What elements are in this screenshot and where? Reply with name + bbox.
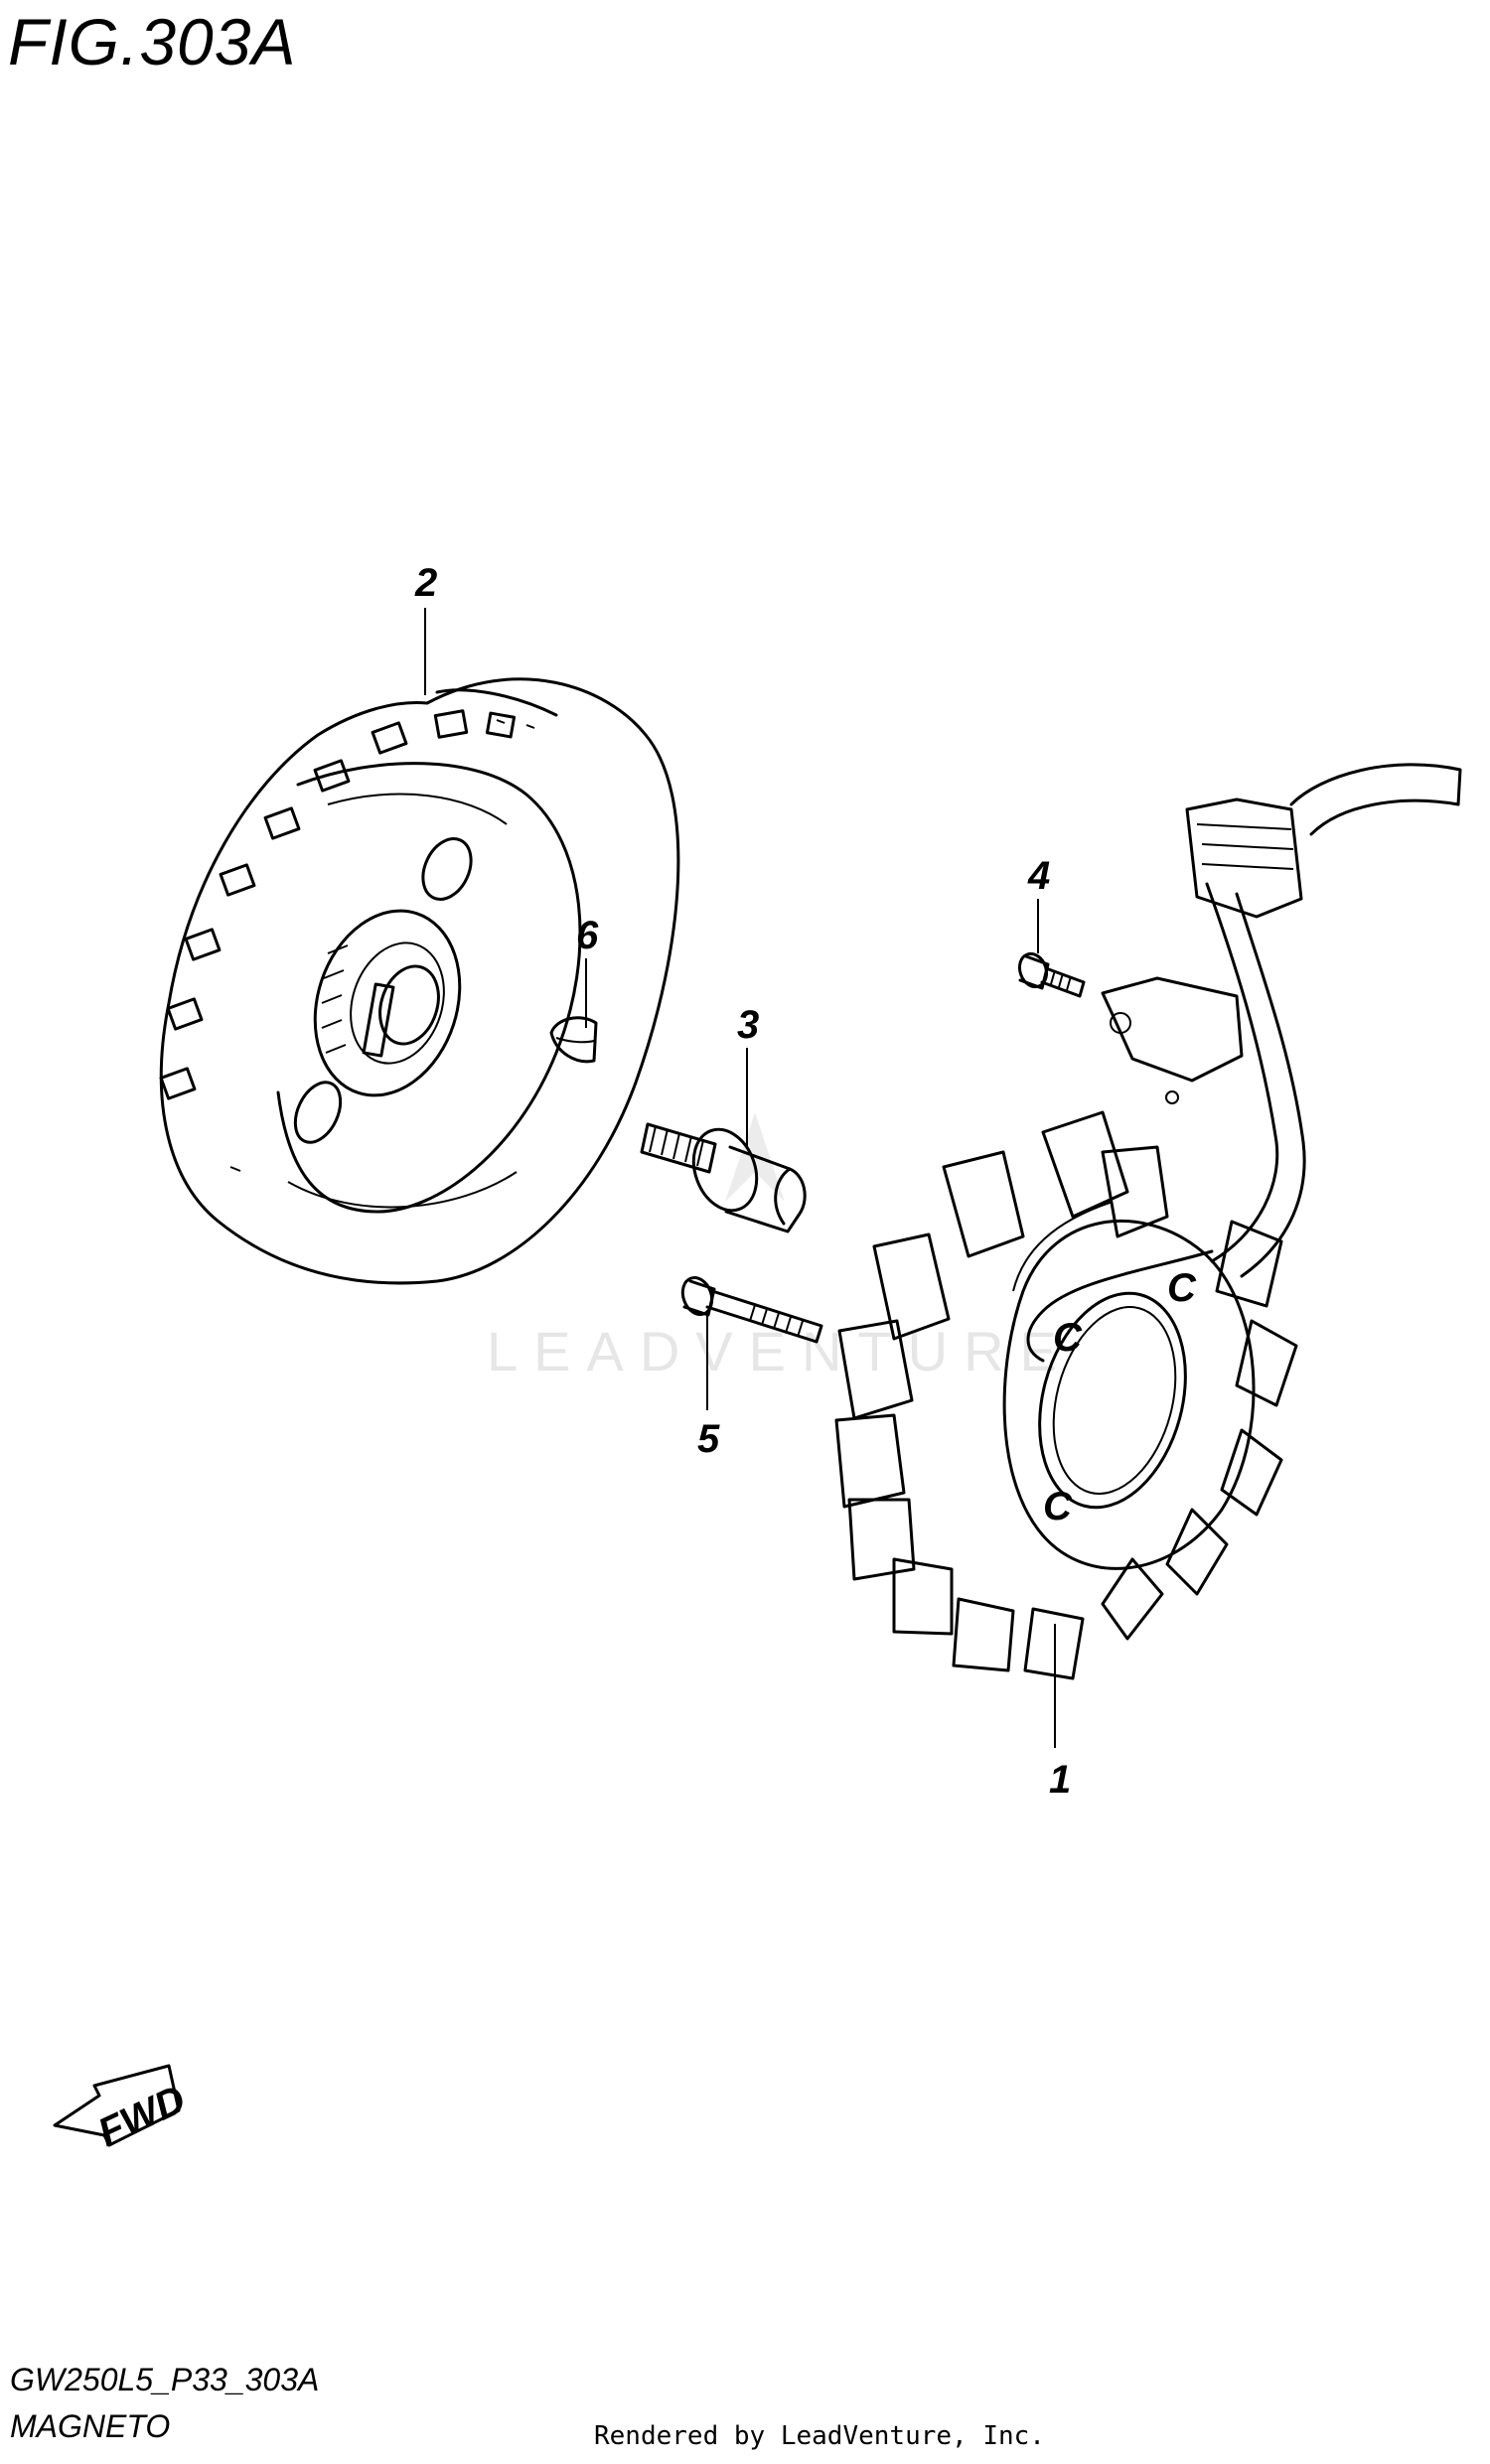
leader-lines	[424, 608, 1056, 1748]
fwd-label: FWD	[91, 2078, 192, 2155]
diagram-code: GW250L5_P33_303A	[10, 2362, 320, 2397]
flywheel-bolt[interactable]	[640, 1120, 807, 1233]
callout-numbers: 1 2 3 4 5 6	[414, 561, 1071, 1802]
stator-coil[interactable]: C C C	[834, 763, 1462, 1680]
stator-screw-long[interactable]	[677, 1273, 823, 1344]
callout-6: 6	[576, 914, 599, 957]
magnet-blocks	[159, 709, 517, 1100]
watermark: LEADVENTURE	[487, 1112, 1073, 1382]
section-name: MAGNETO	[10, 2408, 171, 2444]
callout-4: 4	[1027, 854, 1050, 898]
figure-title: FIG.303A	[8, 5, 297, 78]
callout-2: 2	[414, 561, 437, 605]
svg-text:C: C	[1053, 1316, 1083, 1360]
svg-text:C: C	[1167, 1266, 1197, 1310]
watermark-text: LEADVENTURE	[487, 1320, 1073, 1382]
fwd-arrow-icon: FWD	[53, 2064, 192, 2155]
flywheel-rotor[interactable]	[159, 677, 680, 1285]
callout-5: 5	[697, 1417, 720, 1461]
svg-text:C: C	[1043, 1485, 1073, 1528]
callout-3: 3	[737, 1003, 759, 1047]
stator-poles	[834, 1110, 1298, 1680]
render-credit: Rendered by LeadVenture, Inc.	[594, 2421, 1045, 2451]
callout-1: 1	[1049, 1758, 1071, 1802]
woodruff-key[interactable]	[549, 1016, 598, 1064]
stator-screw-small[interactable]	[1015, 950, 1086, 998]
